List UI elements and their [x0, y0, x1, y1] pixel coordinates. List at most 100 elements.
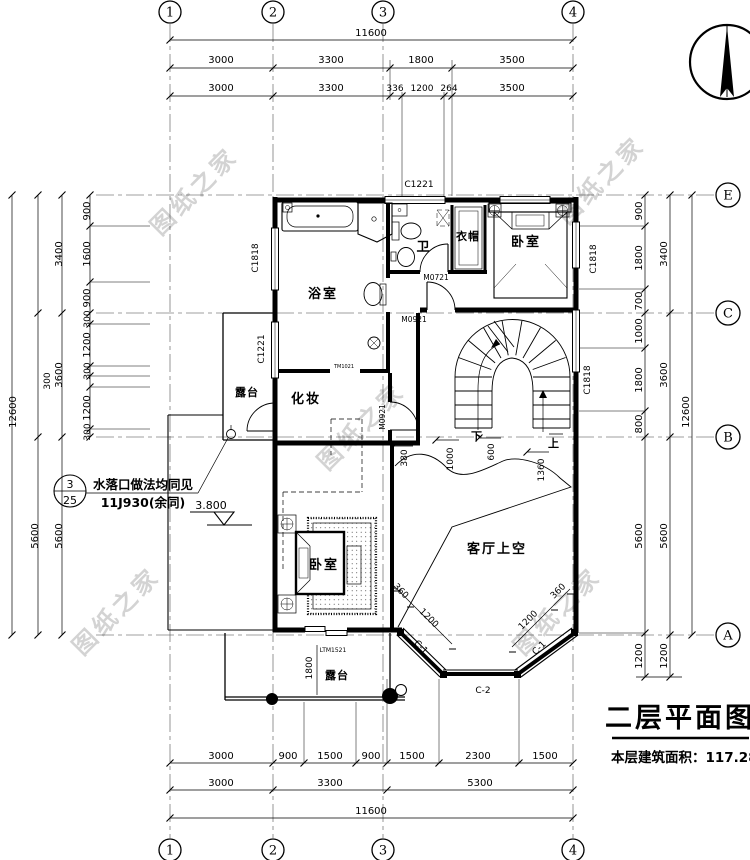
shower	[357, 202, 393, 243]
axis-bubble-2-top	[261, 0, 285, 24]
dim-stair: 380	[400, 449, 410, 466]
dim: 1800	[634, 367, 645, 392]
dim: 3600	[54, 362, 65, 387]
axis-label: 3	[379, 844, 387, 859]
room-label-terrace-mid: 露台	[235, 385, 259, 399]
doors	[246, 243, 456, 432]
axis-label: B	[723, 431, 733, 446]
dim: 1200	[634, 643, 645, 668]
axis-label: 2	[269, 844, 277, 859]
detail-ref-number: 3	[67, 478, 74, 491]
dim-stair: 1000	[446, 447, 456, 470]
dim: 1200	[82, 395, 93, 420]
bed-bottom	[277, 514, 378, 616]
column-dot	[382, 688, 398, 704]
room-label-terrace-bottom: 露台	[325, 668, 349, 682]
dim: 900	[361, 751, 380, 762]
column-dot	[266, 693, 278, 705]
dim: 3000	[208, 55, 233, 66]
window-label-c1221-left: C1221	[257, 334, 267, 363]
bay-label-c2: C-2	[475, 686, 490, 696]
dim: 900	[82, 288, 93, 307]
watermark-text: 图纸之家	[67, 562, 166, 661]
bay-corner-post	[397, 629, 404, 636]
dim: 3300	[318, 83, 343, 94]
axis-bubble-1-bottom	[158, 838, 182, 860]
dim: 1600	[82, 241, 93, 266]
watermark-text: 图纸之家	[145, 142, 244, 241]
stair-walk-line	[477, 343, 501, 430]
room-label-bathroom: 浴室	[308, 286, 338, 302]
dim: 1500	[399, 751, 424, 762]
walls	[167, 197, 579, 701]
dim-top-total: 11600	[355, 28, 387, 39]
column-circle	[395, 684, 407, 696]
dim: 3000	[208, 751, 233, 762]
dim: 3400	[54, 241, 65, 266]
window-label-c1818-right-bedroom: C1818	[589, 244, 599, 273]
annotations: 3 25 水落口做法均同见 11J930(余同) 3.800	[53, 425, 252, 526]
room-label-living-void: 客厅上空	[467, 541, 527, 557]
door-label-m0721: M0721	[423, 273, 449, 282]
axis-label: 4	[569, 844, 577, 859]
dim: 300	[83, 310, 93, 327]
axis-label: 4	[569, 6, 577, 21]
toilet-fixtures	[390, 203, 450, 267]
floor-area-text: 本层建筑面积：117.28平方	[611, 749, 750, 766]
opening-labels: C1221 C1818 C1221 C1818 C1818 M0721 M092…	[251, 180, 599, 696]
dim: 3300	[318, 55, 343, 66]
window-label-c1818-right-stair: C1818	[583, 365, 593, 394]
dim: 5600	[659, 523, 670, 548]
axis-bubble-A	[715, 622, 741, 648]
door-label-m0921-dressing: M0921	[378, 404, 387, 430]
bay-label-c1-left: C-1	[411, 639, 429, 657]
dim: 1800	[634, 245, 645, 270]
dim: 336	[386, 84, 403, 94]
axis-bubble-C	[715, 300, 741, 326]
dim: 900	[278, 751, 297, 762]
dim: 3500	[499, 83, 524, 94]
dim: 5600	[634, 523, 645, 548]
note-line2: 11J930(余同)	[101, 495, 186, 510]
north-arrow-icon	[688, 23, 750, 101]
dim: 900	[82, 201, 93, 220]
bay-corner-post	[514, 671, 521, 678]
bathtub	[281, 201, 359, 232]
dim: 1500	[317, 751, 342, 762]
dim: 12600	[8, 396, 19, 428]
level-value: 3.800	[195, 499, 227, 512]
dim: 3400	[659, 241, 670, 266]
stair-down-label: 下	[471, 430, 483, 443]
window-label-c1221-top: C1221	[404, 180, 433, 190]
door-ltm1521-panel	[325, 630, 348, 636]
dim: 5300	[467, 778, 492, 789]
dim-stair: 1360	[537, 458, 547, 481]
axis-grid: 1 2 3 4 1 2 3 4 E C B A	[96, 0, 741, 860]
bathroom-basin	[363, 282, 387, 350]
axis-label: A	[722, 629, 733, 644]
room-label-dressing: 化妆	[291, 391, 321, 407]
axis-bubble-4-top	[561, 0, 585, 24]
shower-drain	[371, 216, 377, 222]
window-label-c1818-left: C1818	[251, 243, 261, 272]
dimension-texts: 11600 3000 3300 1800 3500 3000 3300 336 …	[8, 28, 692, 817]
door-label-ltm1521: LTM1521	[320, 647, 347, 654]
axis-bubble-1-top	[158, 0, 182, 24]
bay-corner-post	[571, 629, 578, 636]
stair	[454, 319, 571, 432]
dim-bay: 1200	[417, 607, 440, 630]
drawing-title: 二层平面图	[605, 703, 750, 734]
axis-bubble-3-bottom	[371, 838, 395, 860]
windows	[271, 196, 580, 636]
room-label-bedroom-top: 卧室	[511, 234, 541, 250]
bed-top	[487, 202, 572, 299]
title-block: 二层平面图 本层建筑面积：117.28平方	[605, 703, 750, 766]
axis-bubble-3-top	[371, 0, 395, 24]
stair-up-label: 上	[548, 436, 560, 450]
dim: 3600	[659, 362, 670, 387]
dim: 900	[634, 201, 645, 220]
axis-label: E	[723, 189, 733, 204]
axis-bubble-4-bottom	[561, 838, 585, 860]
